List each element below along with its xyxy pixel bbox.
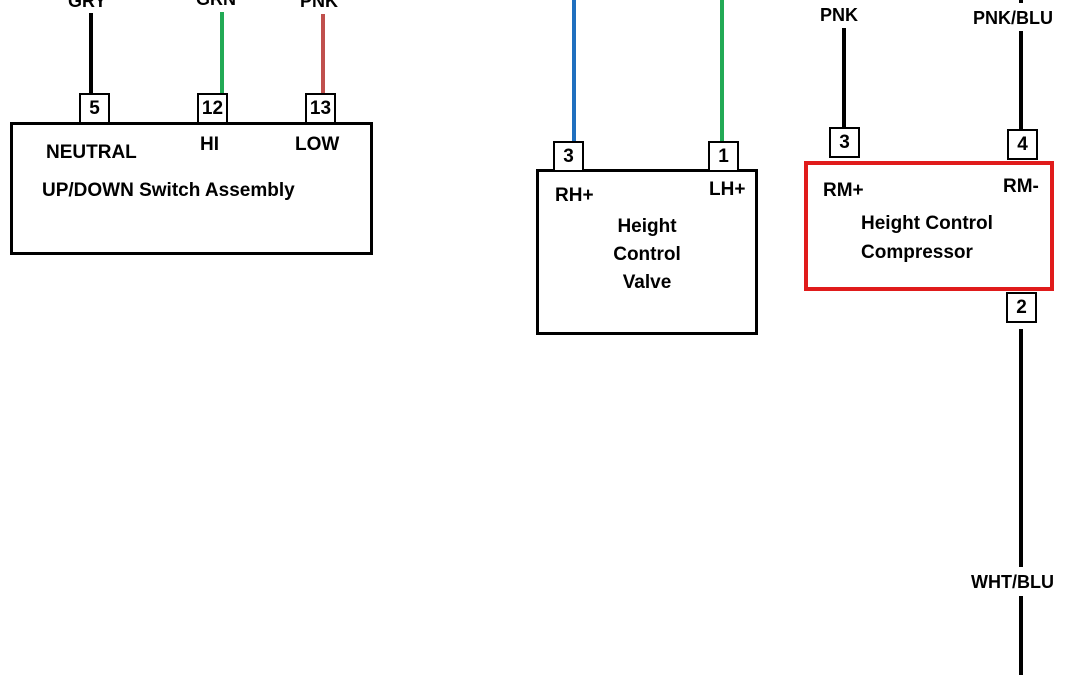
compressor-name-line-2: Compressor: [861, 242, 973, 263]
wire-pnk-blu: [1019, 31, 1023, 131]
valve-name-line-1: Height: [617, 216, 677, 237]
valve-name-line-2: Control: [613, 244, 681, 265]
wire-label-wht-blu: WHT/BLU: [971, 572, 1054, 592]
wire-label-pnk-blu: PNK/BLU: [973, 8, 1053, 28]
wire-blue: [572, 0, 576, 143]
wire-green: [720, 0, 724, 143]
wire-gry: [89, 13, 93, 95]
pin-label-low: LOW: [295, 134, 340, 155]
pin-label-rh-plus: RH+: [555, 185, 594, 206]
pin-13: 13: [305, 93, 336, 124]
valve-box: [536, 169, 758, 335]
compressor-pin-2: 2: [1006, 292, 1037, 323]
compressor-pin-4: 4: [1007, 129, 1038, 160]
wire-label-gry: GRY: [68, 0, 107, 11]
compressor-name-line-1: Height Control: [861, 213, 993, 234]
compressor-box: [804, 161, 1054, 291]
wire-wht-blu-lower: [1019, 596, 1023, 675]
switch-assembly-name: UP/DOWN Switch Assembly: [42, 180, 295, 201]
valve-name-line-3: Valve: [622, 272, 672, 293]
wire-label-pnk: PNK: [300, 0, 339, 11]
pin-label-hi: HI: [200, 134, 219, 155]
pin-label-rm-plus: RM+: [823, 180, 864, 201]
switch-assembly-box: [10, 122, 373, 255]
wire-label-grn: GRN: [196, 0, 236, 8]
compressor-pin-3: 3: [829, 127, 860, 158]
wire-pnk: [321, 14, 325, 95]
wire-pnk-blu-stub: [1019, 0, 1023, 3]
pin-5: 5: [79, 93, 110, 124]
valve-pin-3: 3: [553, 141, 584, 172]
wire-grn: [220, 12, 224, 95]
pin-12: 12: [197, 93, 228, 124]
valve-pin-1: 1: [708, 141, 739, 172]
pin-label-rm-minus: RM-: [1003, 176, 1039, 197]
wire-pnk-compressor: [842, 28, 846, 129]
wire-label-pnk-compressor: PNK: [820, 5, 859, 25]
wire-wht-blu-upper: [1019, 329, 1023, 567]
pin-label-lh-plus: LH+: [709, 179, 746, 200]
pin-label-neutral: NEUTRAL: [46, 142, 137, 163]
